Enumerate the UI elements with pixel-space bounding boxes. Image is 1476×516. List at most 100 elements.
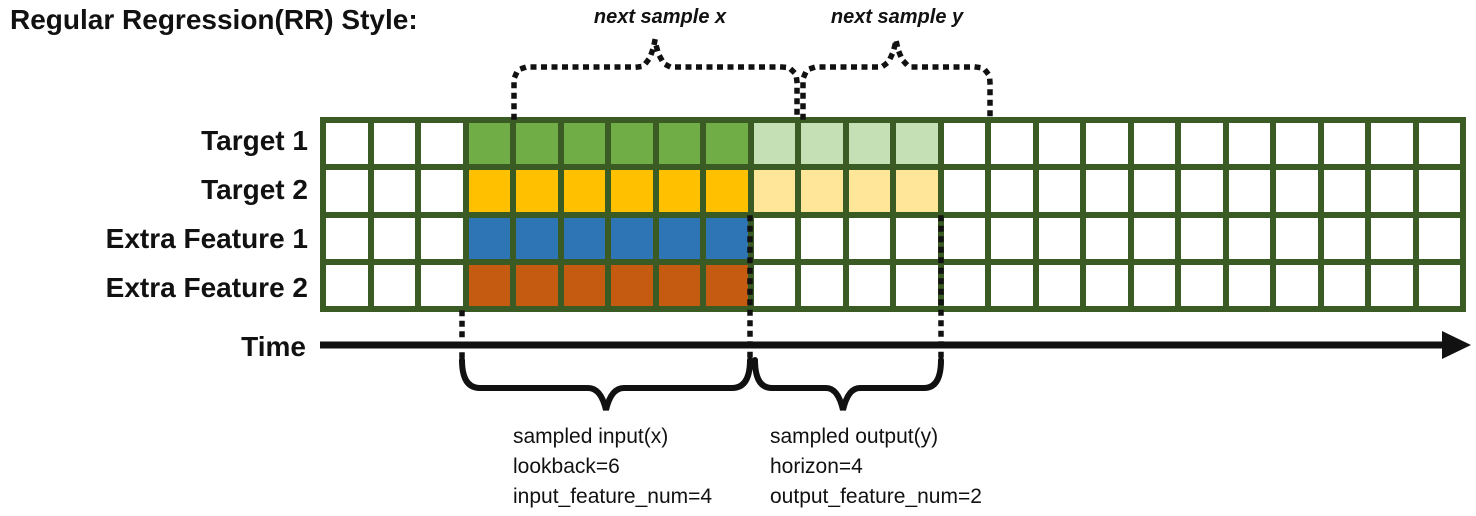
grid-cell xyxy=(1371,264,1413,306)
row-label-extra-feature-1: Extra Feature 1 xyxy=(105,222,308,254)
grid-cell xyxy=(1371,170,1413,212)
grid-cell xyxy=(1086,123,1128,165)
grid-cell xyxy=(611,170,653,212)
grid-cell xyxy=(326,264,368,306)
grid-cell xyxy=(801,123,843,165)
sampled-input-annotation: sampled input(x) lookback=6 input_featur… xyxy=(513,422,712,512)
grid-cell xyxy=(1181,264,1223,306)
grid-cell xyxy=(1133,264,1175,306)
grid-cell xyxy=(563,170,605,212)
grid-cell xyxy=(1086,170,1128,212)
lookback-value: lookback=6 xyxy=(513,455,620,478)
grid-cell xyxy=(421,217,463,259)
grid-cell xyxy=(801,217,843,259)
grid-cell xyxy=(1371,123,1413,165)
grid-cell xyxy=(848,170,890,212)
grid-cell xyxy=(706,170,748,212)
grid-cell xyxy=(1038,170,1080,212)
grid-cell xyxy=(991,264,1033,306)
grid-cell xyxy=(1038,123,1080,165)
grid-cell xyxy=(1418,170,1460,212)
grid-cell xyxy=(1228,170,1270,212)
grid-cell xyxy=(468,123,510,165)
grid-cell xyxy=(1086,217,1128,259)
next-sample-x-label: next sample x xyxy=(593,6,727,28)
sampled-input-brace xyxy=(459,357,753,411)
sampled-input-title: sampled input(x) xyxy=(513,425,669,448)
grid-cell xyxy=(801,170,843,212)
grid-cell xyxy=(468,217,510,259)
grid-cell xyxy=(326,217,368,259)
grid-cell xyxy=(373,123,415,165)
grid-cell xyxy=(563,217,605,259)
time-axis-arrowhead xyxy=(1442,331,1471,359)
grid-cell xyxy=(1181,170,1223,212)
grid-cell xyxy=(801,264,843,306)
grid-cell xyxy=(1276,264,1318,306)
sampled-output-brace xyxy=(752,357,944,411)
grid-cell xyxy=(706,264,748,306)
row-label-extra-feature-2: Extra Feature 2 xyxy=(105,271,308,303)
grid-cell xyxy=(753,264,795,306)
grid-cell xyxy=(1181,217,1223,259)
grid-cell xyxy=(896,170,938,212)
grid-cell xyxy=(611,264,653,306)
grid-cell xyxy=(1276,170,1318,212)
grid-cell xyxy=(896,264,938,306)
grid-cell xyxy=(563,123,605,165)
diagram-title: Regular Regression(RR) Style: xyxy=(10,4,418,35)
grid-cell xyxy=(326,170,368,212)
grid-cell xyxy=(1133,217,1175,259)
grid-cell xyxy=(753,123,795,165)
next-sample-y-label: next sample y xyxy=(830,6,964,28)
grid-cell xyxy=(896,123,938,165)
grid-cell xyxy=(1323,217,1365,259)
grid-cell xyxy=(991,217,1033,259)
grid-cell xyxy=(658,264,700,306)
grid-cell xyxy=(373,217,415,259)
grid-cell xyxy=(468,170,510,212)
grid-cell xyxy=(611,123,653,165)
grid-cell xyxy=(1133,123,1175,165)
grid-cell xyxy=(516,170,558,212)
grid-cell xyxy=(1418,217,1460,259)
grid-cell xyxy=(848,264,890,306)
grid-cell xyxy=(658,217,700,259)
grid-cell xyxy=(706,217,748,259)
grid-cell xyxy=(753,217,795,259)
grid-cell xyxy=(1371,217,1413,259)
grid-cell xyxy=(1276,217,1318,259)
grid-cell xyxy=(896,217,938,259)
sampled-output-annotation: sampled output(y) horizon=4 output_featu… xyxy=(770,422,982,512)
grid-cell xyxy=(848,123,890,165)
grid-cell xyxy=(1038,264,1080,306)
horizon-value: horizon=4 xyxy=(770,455,863,478)
grid-cell xyxy=(516,264,558,306)
grid-cell xyxy=(1086,264,1128,306)
grid-cell xyxy=(943,217,985,259)
sampled-output-title: sampled output(y) xyxy=(770,425,939,448)
grid-cell xyxy=(943,170,985,212)
grid-cell xyxy=(326,123,368,165)
grid-cell xyxy=(943,264,985,306)
grid-cell xyxy=(611,217,653,259)
grid-cell xyxy=(1276,123,1318,165)
grid-cell xyxy=(516,217,558,259)
row-labels: Target 1 Target 2 Extra Feature 1 Extra … xyxy=(0,117,308,312)
row-label-target-2: Target 2 xyxy=(201,174,308,206)
grid-cell xyxy=(1133,170,1175,212)
grid-cell xyxy=(753,170,795,212)
grid-cell xyxy=(658,123,700,165)
time-axis-label: Time xyxy=(241,331,306,362)
grid-cell xyxy=(991,170,1033,212)
grid-cell xyxy=(468,264,510,306)
grid-cell xyxy=(1418,123,1460,165)
grid-cell xyxy=(991,123,1033,165)
next-sample-x-brace xyxy=(511,39,800,120)
grid-cell xyxy=(1228,123,1270,165)
row-label-target-1: Target 1 xyxy=(201,125,308,157)
grid-cell xyxy=(1323,123,1365,165)
grid-cell xyxy=(1418,264,1460,306)
grid-cell xyxy=(421,170,463,212)
